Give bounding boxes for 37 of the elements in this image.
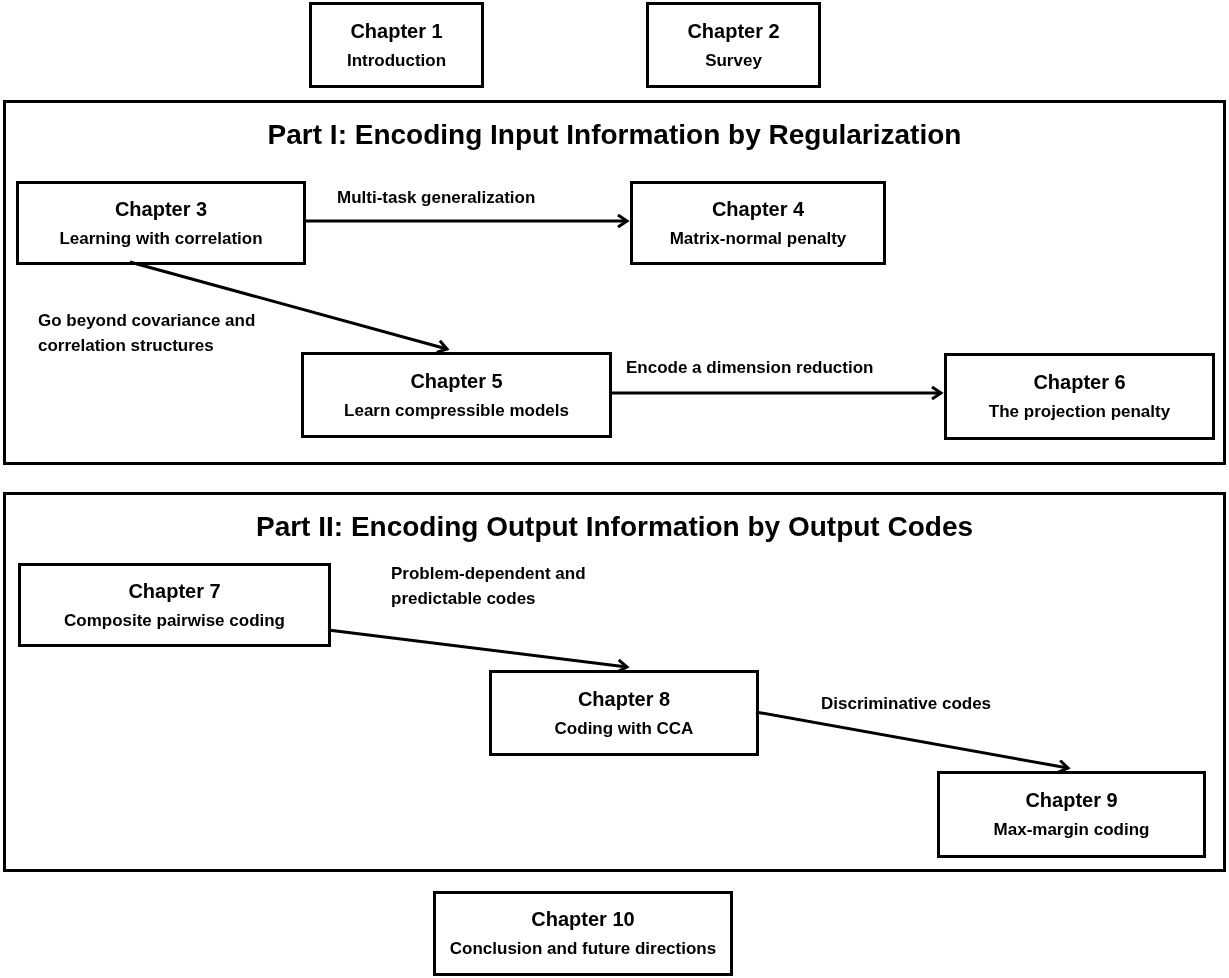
chapter-box [16, 181, 306, 265]
chapter-box [937, 771, 1206, 858]
part-panel [3, 100, 1226, 465]
chapter-number: Chapter 10 [531, 907, 635, 933]
chapter-box [309, 2, 484, 88]
chapter-box [433, 891, 733, 976]
chapter-title: Learn compressible models [344, 399, 569, 422]
chapter-number: Chapter 7 [128, 578, 221, 604]
chapter-number: Chapter 2 [687, 18, 780, 44]
chapter-title: Introduction [346, 49, 447, 72]
arrow [129, 260, 449, 354]
chapter-box [301, 352, 612, 438]
chapter-title: Conclusion and future directions [449, 938, 717, 960]
chapter-number: Chapter 1 [350, 18, 443, 44]
chapter-title: Composite pairwise coding [63, 609, 285, 632]
chapter-title: Matrix-normal penalty [669, 227, 847, 250]
chapter-title: Learning with correlation [59, 227, 263, 250]
chapter-number: Chapter 3 [114, 196, 208, 222]
chapter-number: Chapter 4 [711, 196, 805, 222]
chapter-title: Max-margin coding [993, 819, 1150, 841]
chapter-title: Survey [705, 49, 762, 72]
part-panel [3, 492, 1226, 872]
chapter-box [18, 563, 331, 647]
part-title: Part I: Encoding Input Information by Regularization [267, 118, 962, 152]
arrow [303, 213, 629, 229]
part-title: Part II: Encoding Output Information by Output Codes [255, 510, 974, 544]
chapter-title: The projection penalty [988, 401, 1171, 423]
chapter-box [646, 2, 821, 88]
chapter-box [630, 181, 886, 265]
chapter-box [944, 353, 1215, 440]
chapter-number: Chapter 5 [410, 368, 503, 394]
arrow [609, 385, 943, 401]
chapter-number: Chapter 6 [1033, 370, 1126, 396]
chapter-number: Chapter 8 [577, 686, 671, 712]
chapter-title: Coding with CCA [554, 717, 694, 740]
chapter-box [489, 670, 759, 756]
chapter-number: Chapter 9 [1025, 788, 1118, 814]
